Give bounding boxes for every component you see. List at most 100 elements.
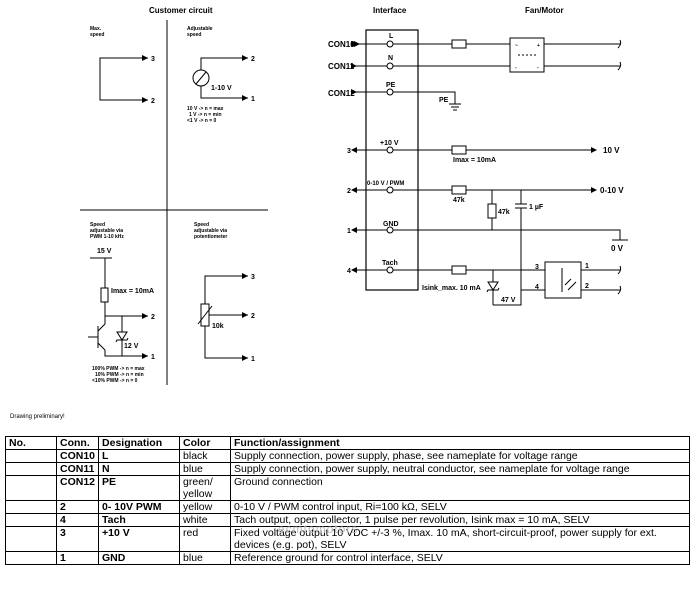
pwm-title-line2: adjustable via [90, 228, 123, 234]
fan-motor-box: ~ + - - [515, 43, 540, 71]
cell-conn: CON12 [55, 475, 100, 501]
tach-label: Tach [382, 260, 398, 267]
pwm-pin1: 1 [151, 354, 155, 361]
max-speed-title-line1: Max. [90, 26, 102, 32]
cell-designation: 0- 10V PWM [98, 500, 181, 514]
watermark: ecmtomotors [278, 522, 359, 536]
pot-pin3: 3 [251, 274, 255, 281]
cell-no [5, 513, 57, 527]
cell-function: 0-10 V / PWM control input, Ri=100 kΩ, S… [230, 500, 690, 514]
cell-function: Reference ground for control interface, … [230, 551, 690, 565]
wiring-diagram: Customer circuit Interface Fan/Motor Max… [80, 6, 628, 385]
cell-no [5, 462, 57, 476]
max-speed-title: Max.speed [90, 26, 104, 38]
cell-conn: 4 [55, 513, 100, 527]
cell-designation: GND [98, 551, 181, 565]
pot-pin1: 1 [251, 356, 255, 363]
quadrant-dividers [80, 20, 268, 385]
pot-10k: 10k [212, 323, 224, 330]
l-label: L [389, 33, 394, 40]
pwm-label: 0-10 V / PWM [367, 181, 404, 187]
pin2-label: 2 [347, 188, 351, 195]
quadrant-pwm: Speed adjustable via PWM 1-10 kHz 15 V I… [88, 222, 155, 384]
cell-no [5, 526, 57, 552]
header-fan-motor: Fan/Motor [525, 6, 564, 15]
table-header-row: No. Conn. Designation Color Function/ass… [5, 436, 690, 450]
adjustable-speed-title-line2: speed [187, 32, 201, 38]
col-color: Color [179, 436, 232, 450]
pe-ground-label: PE [439, 97, 449, 104]
max-speed-title-line2: speed [90, 32, 104, 38]
out-10v-label: 10 V [603, 146, 620, 155]
pot-pin2: 2 [251, 313, 255, 320]
cell-no [5, 500, 57, 514]
adjustable-speed-title-line1: Adjustable [187, 26, 213, 32]
pin4-label: 4 [347, 268, 351, 275]
pwm-pin2: 2 [151, 314, 155, 321]
pe-label: PE [386, 82, 396, 89]
cell-color: red [179, 526, 232, 552]
cell-color: blue [179, 551, 232, 565]
adjustable-pin2: 2 [251, 56, 255, 63]
plus10v-label: +10 V [380, 140, 399, 147]
quadrant-adjustable-speed: Adjustable speed 1-10 V 2 1 10 V -> n = … [187, 26, 255, 124]
n-label: N [388, 55, 393, 62]
col-no: No. [5, 436, 57, 450]
pot-title-line1: Speed [194, 222, 209, 228]
con12-label: CON12 [328, 89, 355, 98]
con10-label: CON10 [328, 40, 355, 49]
cell-designation: Tach [98, 513, 181, 527]
pot-title: Speed adjustable via potentiometer [194, 222, 228, 240]
pin1-label: 1 [347, 228, 351, 235]
out-0-10v-label: 0-10 V [600, 186, 624, 195]
cell-function: Supply connection, power supply, phase, … [230, 449, 690, 463]
adjustable-pin1: 1 [251, 96, 255, 103]
adjustable-note-1: 10 V -> n = max [187, 106, 224, 112]
quadrant-max-speed: Max.speed 3 2 [90, 26, 155, 105]
interface-block: CON10 CON11 CON12 L N PE +10 V 0-10 V / … [328, 29, 628, 306]
cap-label: 1 µF [529, 204, 544, 211]
pwm-note-2: 10% PWM -> n = min [95, 372, 144, 378]
col-designation: Designation [98, 436, 181, 450]
adjustable-note-2: 1 V -> n = min [189, 112, 222, 118]
pwm-title-line1: Speed [90, 222, 105, 228]
header-customer-circuit: Customer circuit [149, 6, 213, 15]
opto-pin3: 3 [535, 264, 539, 271]
pwm-title-line3: PWM 1-10 kHz [90, 234, 124, 240]
opto-pin1: 1 [585, 263, 589, 270]
svg-text:+: + [537, 43, 540, 49]
cell-color: yellow [179, 500, 232, 514]
adjustable-pot-label: 1-10 V [211, 85, 232, 92]
pwm-15v: 15 V [97, 248, 112, 255]
pwm-zener-12v: 12 V [124, 343, 139, 350]
r47k-b-label: 47k [498, 209, 510, 216]
cell-designation: +10 V [98, 526, 181, 552]
opto-pin4: 4 [535, 284, 539, 291]
quadrant-potentiometer: Speed adjustable via potentiometer 10k 3… [194, 222, 255, 363]
cell-function: Supply connection, power supply, neutral… [230, 462, 690, 476]
cell-color: green/ yellow [179, 475, 232, 501]
pot-title-line3: potentiometer [194, 234, 227, 240]
cell-no [5, 449, 57, 463]
pwm-note-1: 100% PWM -> n = max [92, 366, 145, 372]
header-interface: Interface [373, 6, 407, 15]
imax-label: Imax = 10mA [453, 157, 496, 164]
cell-color: black [179, 449, 232, 463]
svg-text:~: ~ [515, 43, 518, 49]
zener-47v-label: 47 V [501, 297, 516, 304]
isink-label: Isink_max. 10 mA [422, 285, 481, 292]
svg-text:-: - [537, 65, 539, 71]
svg-text:-: - [515, 65, 517, 71]
cell-color: white [179, 513, 232, 527]
col-function: Function/assignment [230, 436, 690, 450]
pwm-imax: Imax = 10mA [111, 288, 154, 295]
opto-pin2: 2 [585, 283, 589, 290]
cell-color: blue [179, 462, 232, 476]
max-speed-pin3: 3 [151, 56, 155, 63]
pwm-title: Speed adjustable via PWM 1-10 kHz [90, 222, 124, 240]
